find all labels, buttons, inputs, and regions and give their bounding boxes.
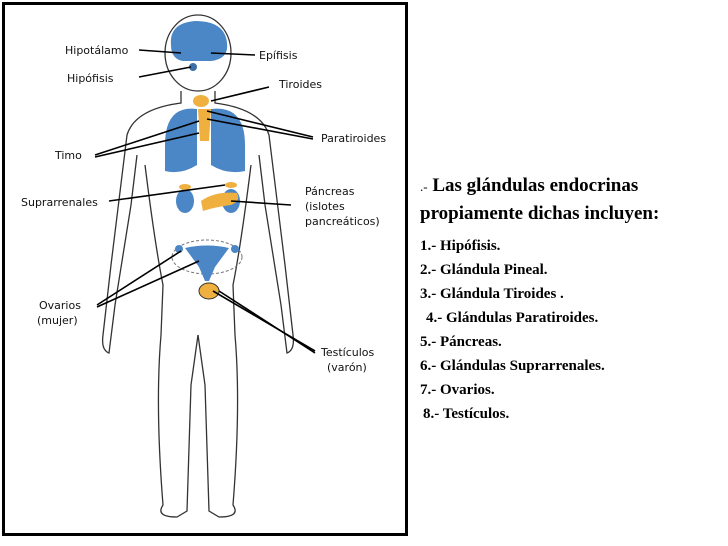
label-hipotalamo: Hipotálamo bbox=[65, 44, 129, 57]
list-item: 1.- Hipófisis. bbox=[420, 238, 501, 254]
label-tiroides: Tiroides bbox=[278, 78, 322, 91]
adrenal-icon bbox=[225, 182, 237, 188]
label-ovarios-line1: Ovarios bbox=[39, 299, 81, 312]
list-item: 3.- Glándula Tiroides . bbox=[420, 286, 564, 302]
label-timo: Timo bbox=[54, 149, 82, 162]
glands-list: 1.- Hipófisis. 2.- Glándula Pineal. 3.- … bbox=[420, 234, 728, 426]
body-outline bbox=[101, 14, 295, 518]
label-epifisis: Epífisis bbox=[259, 49, 298, 62]
list-item: 5.- Páncreas. bbox=[420, 334, 502, 350]
heading-prefix: .- bbox=[420, 179, 428, 194]
brain-icon bbox=[170, 21, 228, 61]
label-pancreas-line2: (islotes bbox=[305, 200, 345, 213]
list-item: 7.- Ovarios. bbox=[420, 382, 495, 398]
label-testiculos-line2: (varón) bbox=[327, 361, 367, 374]
thyroid-icon bbox=[193, 95, 209, 107]
list-item: 4.- Glándulas Paratiroides. bbox=[426, 310, 599, 326]
label-pancreas-line3: pancreáticos) bbox=[305, 215, 380, 228]
label-suprarrenales: Suprarrenales bbox=[21, 196, 98, 209]
label-testiculos-line1: Testículos bbox=[320, 346, 375, 359]
uterus-icon bbox=[185, 245, 229, 281]
label-hipofisis: Hipófisis bbox=[67, 72, 114, 85]
pancreas-icon bbox=[201, 192, 239, 211]
label-paratiroides: Paratiroides bbox=[321, 132, 386, 145]
body-illustration: Hipotálamo Epífisis Hipófisis Tiroides P… bbox=[21, 14, 386, 518]
list-item: 6.- Glándulas Suprarrenales. bbox=[420, 358, 605, 374]
testes-icon bbox=[198, 282, 220, 300]
ovary-icon bbox=[231, 245, 239, 253]
endocrine-system-diagram: Hipotálamo Epífisis Hipófisis Tiroides P… bbox=[2, 2, 408, 536]
right-lung-icon bbox=[211, 108, 245, 173]
pituitary-icon bbox=[189, 63, 197, 71]
adrenal-icon bbox=[179, 184, 191, 190]
thymus-icon bbox=[198, 109, 211, 141]
label-pancreas-line1: Páncreas bbox=[305, 185, 355, 198]
list-item: 8.- Testículos. bbox=[423, 406, 510, 422]
leader-lines bbox=[94, 49, 316, 354]
glands-summary: .- Las glándulas endocrinas propiamente … bbox=[420, 172, 728, 426]
left-kidney-icon bbox=[176, 189, 194, 213]
label-ovarios-line2: (mujer) bbox=[37, 314, 78, 327]
heading-line-2: propiamente dichas incluyen: bbox=[420, 203, 660, 224]
heading-line-1: Las glándulas endocrinas bbox=[432, 175, 639, 196]
list-item: 2.- Glándula Pineal. bbox=[420, 262, 548, 278]
summary-heading: .- Las glándulas endocrinas propiamente … bbox=[420, 172, 728, 227]
